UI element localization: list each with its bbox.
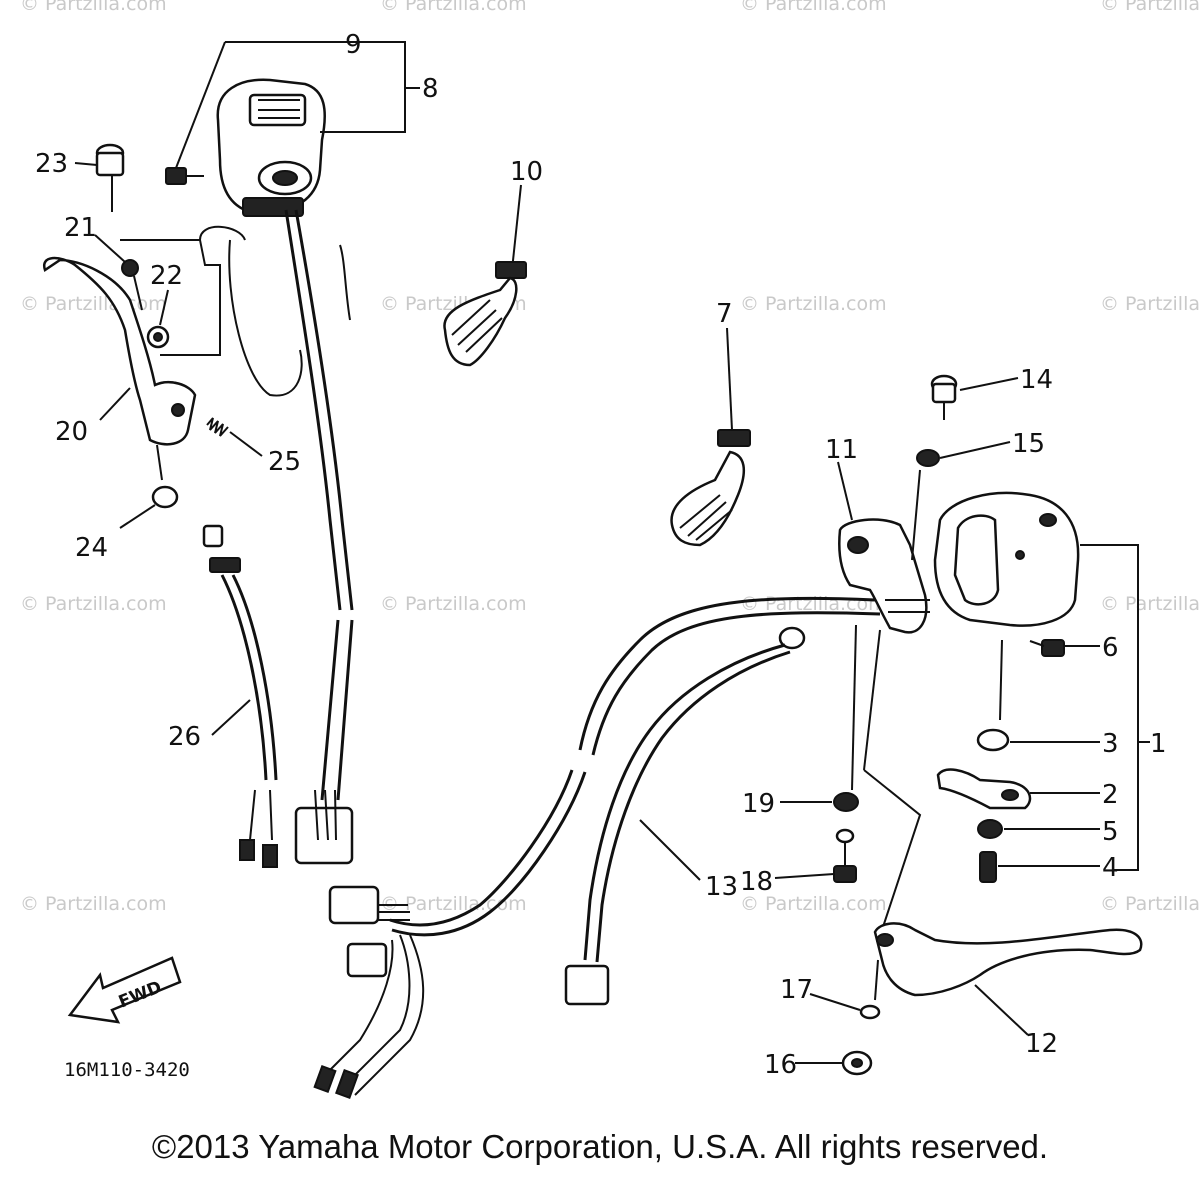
callout-10: 10 [510,157,543,187]
callout-24: 24 [75,533,108,563]
right-main-cable [313,596,881,1099]
callout-6: 6 [1102,633,1119,663]
callout-4: 4 [1102,853,1119,883]
brake-lever-12 [873,922,1143,1036]
bolt-18 [774,828,857,883]
callout-5: 5 [1102,817,1119,847]
callout-17: 17 [780,975,813,1005]
callout-13: 13 [705,872,738,902]
bolt-14 [930,374,1019,420]
forward-direction-arrow: FWD [67,956,182,1024]
watermark: © Partzilla.com [380,593,527,615]
nut-5 [977,819,1100,839]
watermark: © Partzilla.com [1100,0,1200,15]
watermark: © Partzilla.com [740,293,887,315]
copyright-notice: ©2013 Yamaha Motor Corporation, U.S.A. A… [151,1128,1049,1165]
watermark: © Partzilla.com [1100,593,1200,615]
callout-20: 20 [55,417,88,447]
nut-24 [119,444,179,529]
callout-11: 11 [825,435,858,465]
callout-8: 8 [422,74,439,104]
callout-18: 18 [740,867,773,897]
callout-7: 7 [716,299,733,329]
right-guide-lines [851,469,1003,1001]
left-lever-holder-outline [120,225,351,397]
callout-14: 14 [1020,365,1053,395]
watermark: © Partzilla.com [740,893,887,915]
screw-6 [1029,639,1100,657]
callout-22: 22 [150,261,183,291]
callout-1: 1 [1150,729,1167,759]
washer-15 [916,441,1011,467]
pin-17 [809,993,881,1020]
callout-26: 26 [168,722,201,752]
band-7 [670,327,751,547]
nut-16 [795,1050,873,1076]
watermark: © Partzilla.com [740,0,887,15]
brake-switch-cable-13 [564,626,806,1006]
bolt-21 [94,234,143,311]
callout-23: 23 [35,149,68,179]
watermark: © Partzilla.com [20,0,167,15]
watermark: © Partzilla.com [380,0,527,15]
watermark: © Partzilla.com [20,593,167,615]
callout-16: 16 [764,1050,797,1080]
watermark: © Partzilla.com [380,893,527,915]
callout-9: 9 [345,30,362,60]
callout-2: 2 [1102,780,1119,810]
band-10 [443,184,527,367]
spring-25 [206,417,263,457]
nut-19 [780,792,859,812]
callout-19: 19 [742,789,775,819]
callout-21: 21 [64,213,97,243]
callout-3: 3 [1102,729,1119,759]
bolt-23 [74,143,125,212]
right-handlebar-switch [933,491,1150,871]
screw-4 [979,851,1100,883]
left-handlebar-switch [165,41,420,217]
washer-3 [976,728,1100,752]
left-switch-cable [284,209,354,865]
callout-25: 25 [268,447,301,477]
callout-labels: 1 2 3 4 5 6 7 8 9 10 11 12 13 14 15 16 1… [35,30,1167,1080]
clutch-switch-26 [202,524,278,868]
watermark: © Partzilla.com [20,293,167,315]
brake-master-holder-11 [837,461,930,634]
callout-12: 12 [1025,1029,1058,1059]
callout-15: 15 [1012,429,1045,459]
watermark: © Partzilla.com [1100,293,1200,315]
bracket-2 [936,768,1100,810]
watermark: © Partzilla.com [1100,893,1200,915]
diagram-code: 16M110-3420 [64,1059,190,1081]
clutch-lever-20 [43,256,197,446]
nut-22 [146,289,170,349]
watermark: © Partzilla.com [20,893,167,915]
